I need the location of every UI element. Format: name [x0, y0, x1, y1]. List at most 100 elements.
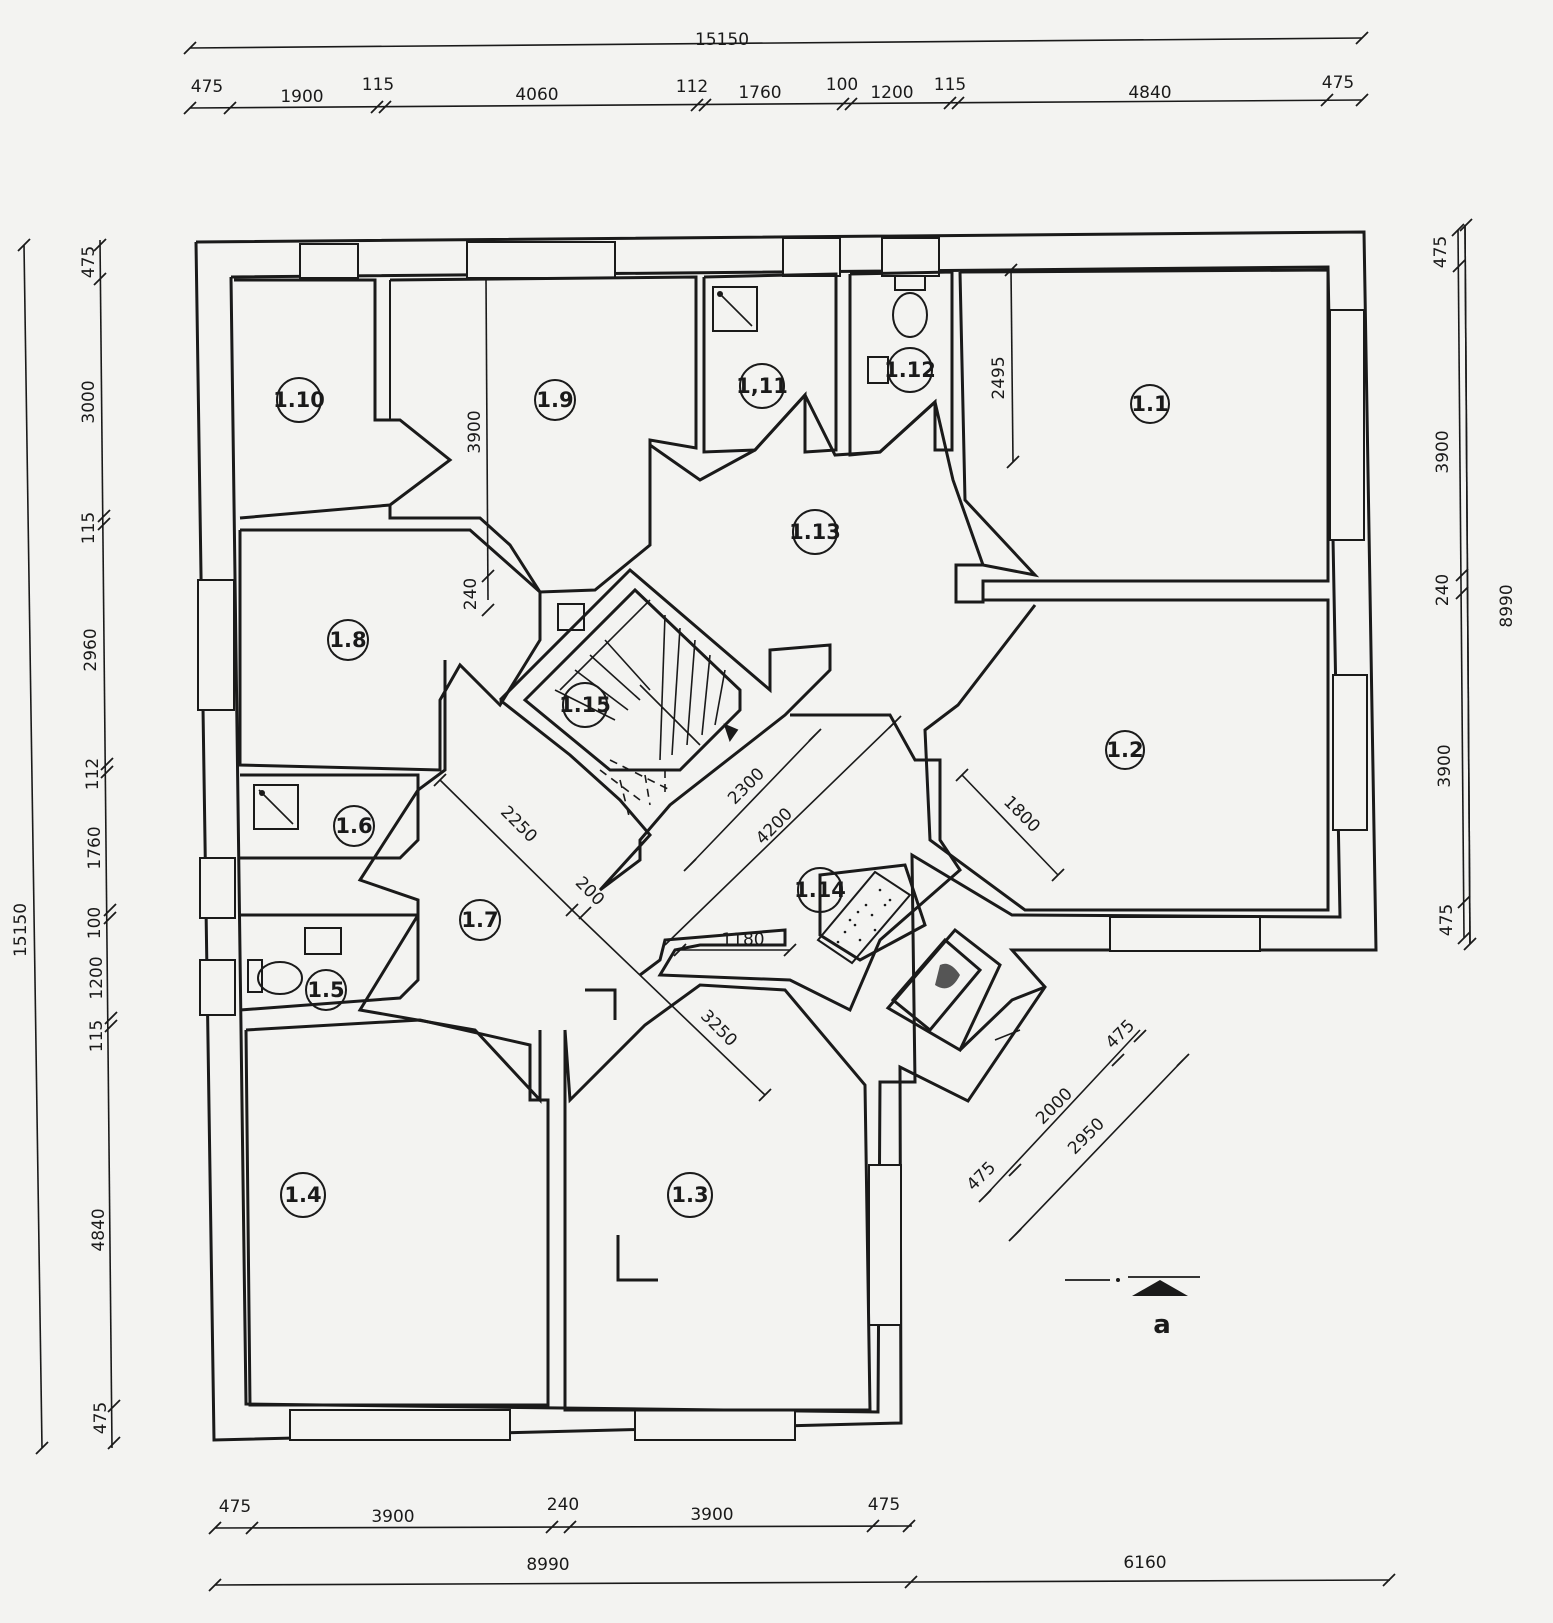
dim-inner-3250: 3250 [696, 1006, 741, 1051]
room-label: 1.12 [884, 347, 936, 393]
right-dimension-chain: 8990 475 3900 240 3900 475 [1431, 218, 1517, 951]
dim-top-1: 1900 [280, 87, 323, 107]
svg-text:1.15: 1.15 [559, 693, 611, 717]
svg-text:1.9: 1.9 [536, 388, 573, 412]
top-dimension-chain: 15150 475 1900 115 4060 112 1760 100 120… [183, 30, 1369, 115]
dim-left-5: 1760 [85, 826, 105, 869]
stair [522, 587, 742, 821]
shower-icon [253, 784, 299, 830]
dim-inner-2300: 2300 [724, 764, 769, 809]
dim-left-1: 3000 [79, 380, 99, 423]
svg-text:1.2: 1.2 [1106, 738, 1143, 762]
fireplace [818, 863, 1046, 1053]
dim-top-6: 100 [826, 75, 858, 95]
dim-inner-3900: 3900 [465, 410, 485, 453]
dim-top-4: 112 [676, 77, 708, 97]
dim-right-4: 475 [1437, 904, 1457, 936]
dim-inner-2950: 2950 [1064, 1114, 1109, 1159]
room-label: 1.13 [789, 509, 841, 555]
dim-inner-1180: 1180 [721, 930, 764, 950]
dim-bottom-4: 475 [868, 1495, 900, 1515]
dim-inner-2495: 2495 [989, 356, 1009, 399]
dim-top-0: 475 [191, 77, 223, 97]
dim-left-10: 475 [91, 1402, 111, 1434]
dim-inner-1800: 1800 [999, 792, 1044, 837]
room-label: 1.9 [534, 379, 576, 421]
dim-inner-240: 240 [461, 578, 481, 610]
stove-hatch [816, 870, 912, 965]
room-label: 1.6 [333, 805, 375, 847]
room-label: 1,11 [736, 363, 788, 409]
dim-top-9: 4840 [1128, 83, 1171, 103]
toilet-icon [892, 292, 928, 338]
svg-text:1.14: 1.14 [794, 878, 846, 902]
dim-right-3: 3900 [1435, 744, 1455, 787]
section-label: a [1153, 1310, 1171, 1340]
svg-text:1.4: 1.4 [284, 1183, 321, 1207]
dim-top-10: 475 [1322, 73, 1354, 93]
dim-inner-4200: 4200 [752, 804, 797, 849]
svg-text:1,11: 1,11 [736, 374, 788, 398]
dim-right-0: 475 [1431, 236, 1451, 268]
shower-icon [712, 286, 758, 332]
svg-text:1.13: 1.13 [789, 520, 841, 544]
dim-left-0: 475 [79, 246, 99, 278]
room-label: 1.2 [1105, 730, 1145, 770]
room-label: 1.5 [305, 969, 347, 1011]
dim-top-8: 115 [934, 75, 966, 95]
dim-bottom-3: 3900 [690, 1505, 733, 1525]
dim-top-7: 1200 [870, 83, 913, 103]
dim-left-7: 1200 [87, 956, 107, 999]
svg-text:1.7: 1.7 [461, 908, 498, 932]
svg-text:1.10: 1.10 [273, 388, 325, 412]
svg-text:1.5: 1.5 [307, 978, 344, 1002]
dim-bottom-2: 240 [547, 1495, 579, 1515]
svg-text:1.6: 1.6 [335, 814, 372, 838]
dim-left-9: 4840 [89, 1208, 109, 1251]
dim-left-2: 115 [79, 512, 99, 544]
room-label: 1.4 [280, 1172, 326, 1218]
dim-left-3: 2960 [81, 628, 101, 671]
svg-text:1.3: 1.3 [671, 1183, 708, 1207]
exterior-walls [194, 230, 1378, 1442]
bottom-dimension-chain: 475 3900 240 3900 475 8990 6160 [208, 1495, 1396, 1592]
dim-left-total: 15150 [11, 903, 31, 957]
dim-top-5: 1760 [738, 83, 781, 103]
dim-bottom-0: 475 [219, 1497, 251, 1517]
room-label: 1.3 [667, 1172, 713, 1218]
dim-inner-2250: 2250 [496, 802, 541, 847]
toilet-icon [257, 961, 303, 995]
room-label: 1.7 [459, 899, 501, 941]
room-label: 1.1 [1130, 384, 1170, 424]
svg-text:1.8: 1.8 [329, 628, 366, 652]
windows [197, 237, 1368, 1441]
left-dimension-chain: 15150 475 3000 115 2960 112 1760 100 120… [11, 238, 121, 1455]
dim-left-4: 112 [83, 758, 103, 790]
room-label: 1.10 [273, 377, 325, 423]
room-label: 1.8 [327, 619, 369, 661]
interior-walls [234, 268, 1330, 1412]
dim-bottom-total-0: 8990 [526, 1555, 569, 1575]
room-label: 1.14 [794, 867, 846, 913]
dim-top-3: 4060 [515, 85, 558, 105]
corner-marks [585, 988, 658, 1282]
dim-top-total: 15150 [695, 30, 749, 50]
section-arrow-icon [1132, 1280, 1188, 1296]
dim-top-2: 115 [362, 75, 394, 95]
dim-right-total: 8990 [1497, 584, 1517, 627]
dim-left-6: 100 [85, 907, 105, 939]
room-label: 1.15 [559, 682, 611, 728]
svg-text:1.1: 1.1 [1131, 392, 1168, 416]
dim-left-8: 115 [87, 1020, 107, 1052]
svg-text:1.12: 1.12 [884, 358, 936, 382]
dim-inner-475-a: 475 [963, 1158, 1000, 1195]
room-labels: 1.1 1.2 1.3 1.4 1.5 1.6 1.7 1.8 1.9 1.10… [273, 347, 1170, 1218]
fixtures [247, 275, 928, 995]
sink-icon [304, 927, 342, 955]
section-marker: a [1065, 1276, 1200, 1340]
dim-bottom-total-1: 6160 [1123, 1553, 1166, 1573]
dim-right-1: 3900 [1433, 430, 1453, 473]
dim-right-2: 240 [1433, 574, 1453, 606]
dim-inner-475-b: 475 [1102, 1016, 1139, 1053]
